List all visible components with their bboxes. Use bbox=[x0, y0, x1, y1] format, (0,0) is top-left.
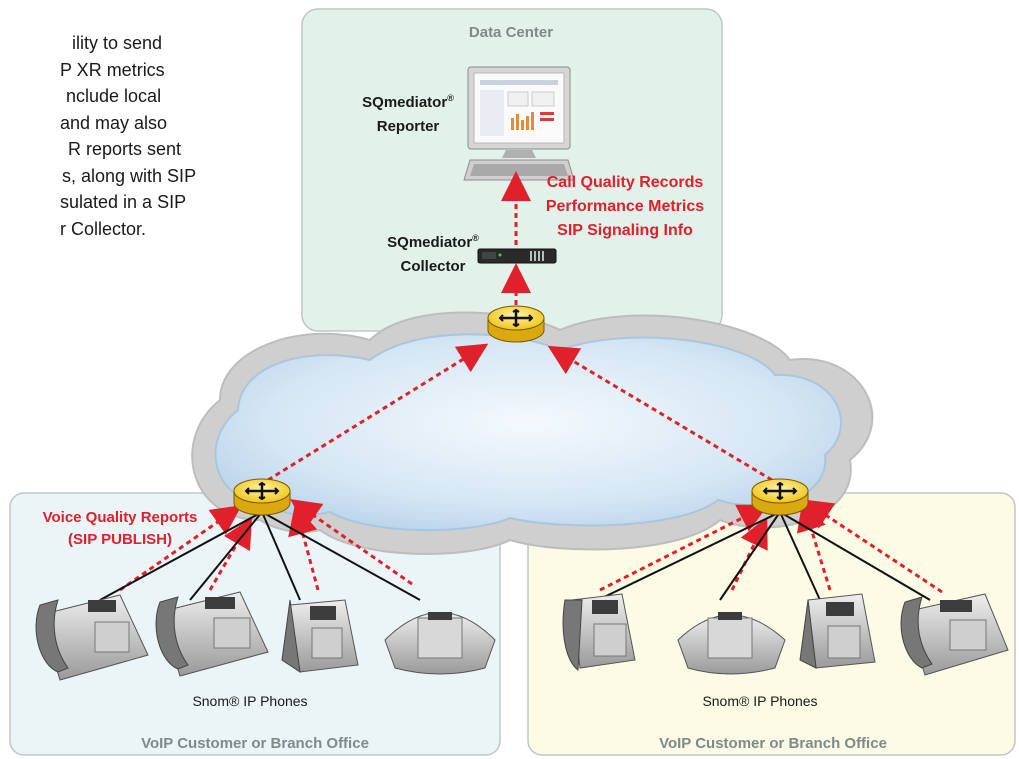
report-label-line: (SIP PUBLISH) bbox=[68, 531, 172, 548]
flow-label: Performance Metrics bbox=[545, 198, 705, 215]
intro-line: nclude local bbox=[66, 86, 162, 106]
right-office-label: VoIP Customer or Branch Office bbox=[659, 735, 887, 752]
reporter-label: SQmediator® Reporter bbox=[338, 86, 478, 139]
desk-phone-icon bbox=[35, 594, 149, 681]
conference-phone-icon bbox=[384, 612, 496, 675]
reporter-computer-icon bbox=[463, 66, 575, 181]
collector-role: Collector bbox=[400, 258, 466, 275]
data-center-router-icon bbox=[487, 305, 545, 343]
registered-mark: ® bbox=[447, 93, 454, 103]
left-phones-label: Snom® IP Phones bbox=[192, 693, 308, 709]
right-office-router-icon bbox=[751, 478, 809, 516]
reporter-role: Reporter bbox=[376, 118, 440, 135]
flow-label: SIP Signaling Info bbox=[557, 222, 693, 239]
intro-line: R reports sent bbox=[68, 139, 182, 159]
lan-links bbox=[99, 511, 931, 601]
intro-line: sulated in a SIP bbox=[60, 192, 187, 212]
desk-phone-icon bbox=[900, 593, 1009, 676]
desk-phone-icon bbox=[799, 593, 876, 669]
left-office-router-icon bbox=[233, 478, 291, 516]
intro-line: and may also bbox=[60, 112, 168, 133]
intro-text: ility to send P XR metrics nclude local … bbox=[0, 30, 196, 242]
desk-phone-icon bbox=[562, 593, 636, 671]
voice-quality-reports-label: Voice Quality Reports (SIP PUBLISH) bbox=[20, 507, 220, 551]
desk-phone-icon bbox=[155, 591, 269, 677]
collector-label: SQmediator® Collector bbox=[368, 226, 498, 279]
conference-phone-icon bbox=[677, 612, 786, 675]
intro-line: s, along with SIP bbox=[62, 165, 197, 186]
desk-phone-icon bbox=[281, 599, 359, 674]
flow-label: Call Quality Records bbox=[546, 174, 704, 191]
intro-line: ility to send bbox=[72, 33, 163, 53]
intro-line: P XR metrics bbox=[60, 59, 165, 80]
report-label-line: Voice Quality Reports bbox=[42, 509, 198, 526]
registered-mark: ® bbox=[472, 233, 479, 243]
collector-name: SQmediator bbox=[387, 234, 473, 251]
flow-labels: Call Quality Records Performance Metrics… bbox=[525, 171, 725, 243]
data-center-title: Data Center bbox=[468, 24, 554, 41]
voice-quality-report-arrows bbox=[119, 171, 943, 594]
left-office-label: VoIP Customer or Branch Office bbox=[141, 735, 369, 752]
network-cloud bbox=[191, 311, 874, 555]
intro-line: r Collector. bbox=[60, 218, 147, 239]
right-phones-label: Snom® IP Phones bbox=[702, 693, 818, 709]
reporter-name: SQmediator bbox=[362, 94, 448, 111]
